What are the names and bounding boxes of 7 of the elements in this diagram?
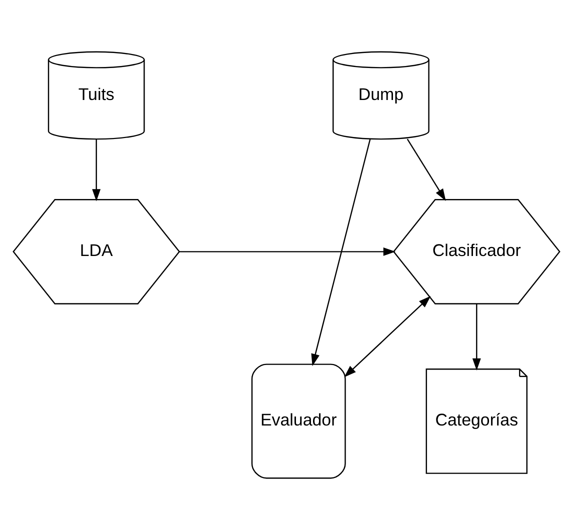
node-box: Evaluador — [251, 364, 346, 479]
arrow — [472, 304, 481, 371]
arrow — [92, 139, 101, 202]
arrow — [180, 247, 396, 256]
arrow — [311, 139, 371, 366]
arrow — [406, 138, 446, 201]
arrow — [344, 296, 431, 378]
